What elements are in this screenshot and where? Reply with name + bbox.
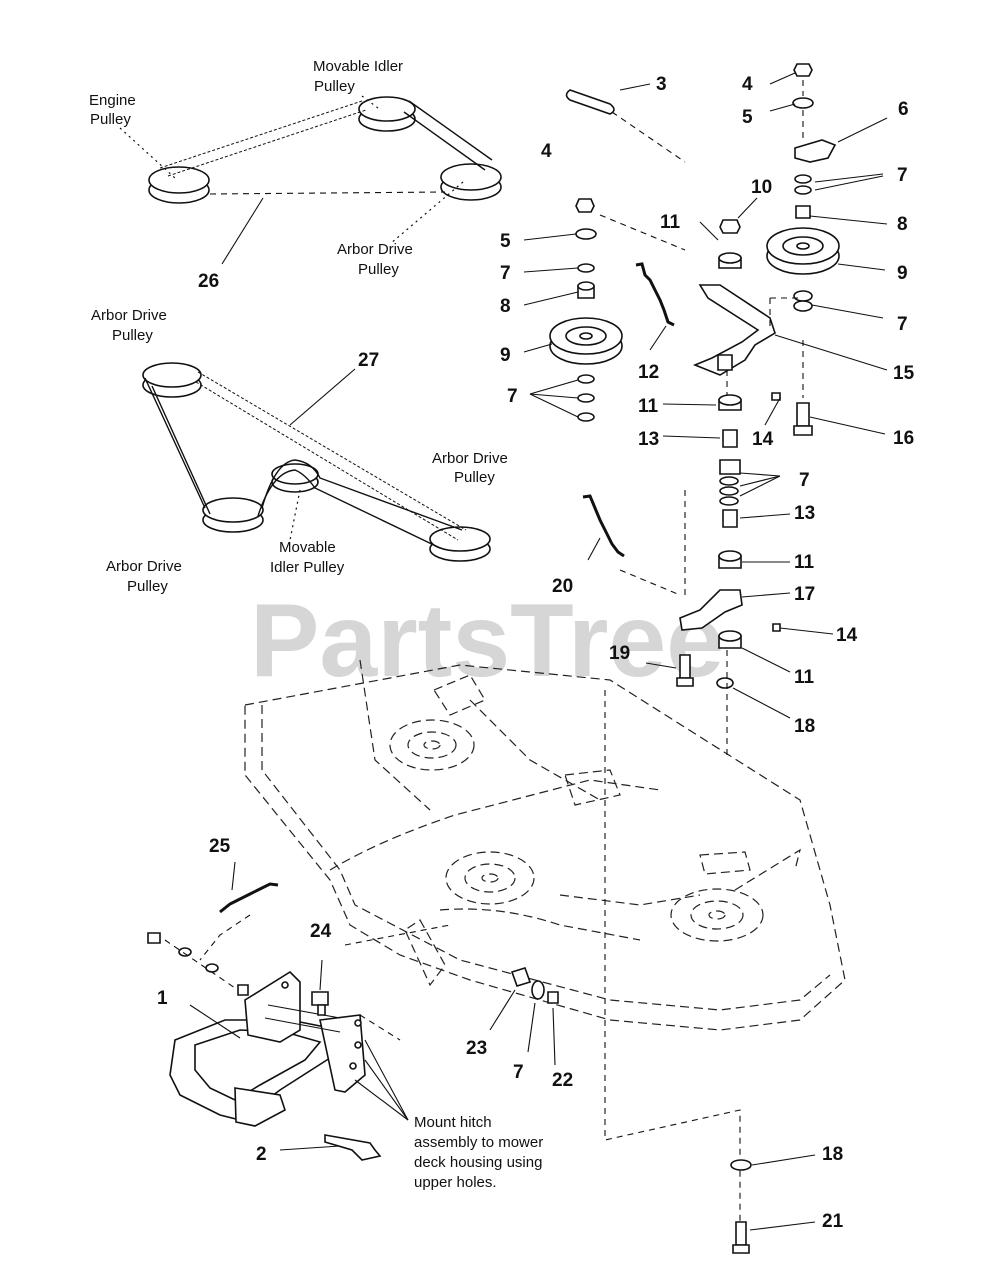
arbor-pulley-label-line1: Arbor Drive: [337, 241, 413, 258]
spring-25: [219, 882, 279, 914]
arbor-pulley-bottom: [202, 497, 264, 533]
hitch-assembly: [147, 861, 816, 1254]
callout-11: 11: [794, 552, 815, 573]
callout-10: 10: [751, 177, 772, 198]
left-pulley-stack: [549, 198, 686, 422]
spindle-housing-center: [445, 851, 535, 905]
callout-8: 8: [897, 214, 908, 235]
callout-5: 5: [742, 107, 753, 128]
callout-21: 21: [822, 1211, 844, 1232]
callout-7: 7: [897, 165, 908, 186]
callout-18: 18: [822, 1144, 843, 1165]
callout-11: 11: [794, 667, 815, 688]
callout-12: 12: [638, 362, 659, 383]
callout-11: 11: [660, 212, 681, 233]
spring-lower: [582, 494, 625, 558]
callout-7: 7: [897, 314, 908, 335]
callout-5: 5: [500, 231, 511, 252]
arbor-top-label-line2: Pulley: [112, 327, 153, 344]
callout-3: 3: [656, 74, 667, 95]
callout-23: 23: [466, 1038, 487, 1059]
pin: [565, 89, 686, 163]
spindle-housing-right: [670, 888, 764, 942]
arbor-top-label-line1: Arbor Drive: [91, 307, 167, 324]
arbor-pulley-right: [429, 526, 491, 562]
idler-pulley-right: [766, 227, 840, 275]
callout-7: 7: [513, 1062, 524, 1083]
arbor-right-label-line1: Arbor Drive: [432, 450, 508, 467]
hitch-hardware: [147, 914, 251, 996]
bolt-19: [676, 654, 694, 687]
note-line2: assembly to mower: [414, 1134, 543, 1151]
callout-20: 20: [552, 576, 573, 597]
arbor-bottom-label-line1: Arbor Drive: [106, 558, 182, 575]
callout-13: 13: [638, 429, 659, 450]
engine-pulley-label-line1: Engine: [89, 92, 136, 109]
callout-15: 15: [893, 363, 915, 384]
idler-pulley-left: [549, 317, 623, 365]
callout-14: 14: [836, 625, 858, 646]
belt-routing-diagram-2: Arbor Drive Pulley Arbor Drive Pulley Ar…: [91, 307, 508, 595]
idler-label-line2: Idler Pulley: [270, 559, 345, 576]
watermark: PartsTree: [250, 583, 724, 699]
callout-19: 19: [609, 643, 630, 664]
callout-9: 9: [897, 263, 908, 284]
belt-routing-diagram-1: Engine Pulley Movable Idler Pulley Arbor…: [89, 58, 502, 292]
callout-8: 8: [500, 296, 511, 317]
pivot-column: [619, 370, 743, 760]
engine-pulley: [148, 166, 210, 204]
bolt-24: [311, 991, 329, 1016]
callout-26: 26: [198, 271, 219, 292]
idler-arm: [692, 284, 776, 376]
idler-assembly: [523, 63, 888, 760]
bracket: [794, 139, 837, 163]
spindle-housing-left: [389, 719, 475, 771]
bolt-16: [793, 340, 813, 436]
callout-4: 4: [541, 141, 552, 162]
mount-note: Mount hitch assembly to mower deck housi…: [414, 1114, 543, 1191]
pivot-arm: [679, 589, 743, 631]
arbor-pulley-label-line2: Pulley: [358, 261, 399, 278]
note-line1: Mount hitch: [414, 1114, 492, 1131]
arbor-bottom-label-line2: Pulley: [127, 578, 168, 595]
callout-24: 24: [310, 921, 332, 942]
callout-13: 13: [794, 503, 815, 524]
callout-16: 16: [893, 428, 914, 449]
callout-2: 2: [256, 1144, 267, 1165]
note-line3: deck housing using: [414, 1154, 542, 1171]
callout-6: 6: [898, 99, 909, 120]
arbor-pulley-top: [142, 362, 202, 398]
callout-27: 27: [358, 350, 379, 371]
callout-17: 17: [794, 584, 815, 605]
spacer-23: [510, 967, 559, 1004]
callout-numbers: 3 4 5 6 4 7 10 11 8 5 7 9 8 7 9 12 15 7 …: [157, 74, 915, 1232]
engine-pulley-label-line2: Pulley: [90, 111, 131, 128]
callout-4: 4: [742, 74, 753, 95]
callout-7: 7: [799, 470, 810, 491]
arbor-drive-pulley: [440, 163, 502, 201]
right-pulley-stack: [766, 63, 840, 330]
note-line4: upper holes.: [414, 1174, 497, 1191]
callout-7: 7: [500, 263, 511, 284]
idler-pulley-label-line2: Pulley: [314, 78, 355, 95]
callout-14: 14: [752, 429, 774, 450]
hitch-pin: [324, 1134, 382, 1161]
callout-7: 7: [507, 386, 518, 407]
callout-22: 22: [552, 1070, 573, 1091]
idler-pulley-label-line1: Movable Idler: [313, 58, 403, 75]
washer-18-lower: [730, 1159, 752, 1171]
movable-idler-pulley: [358, 96, 416, 132]
callout-1: 1: [157, 988, 168, 1009]
callout-9: 9: [500, 345, 511, 366]
spring-upper: [635, 262, 675, 327]
callout-25: 25: [209, 836, 231, 857]
callout-18: 18: [794, 716, 815, 737]
arbor-right-label-line2: Pulley: [454, 469, 495, 486]
idler-label-line1: Movable: [279, 539, 336, 556]
callout-11: 11: [638, 396, 659, 417]
bolt-21: [732, 1221, 750, 1254]
mower-deck-housing: [244, 659, 846, 1250]
